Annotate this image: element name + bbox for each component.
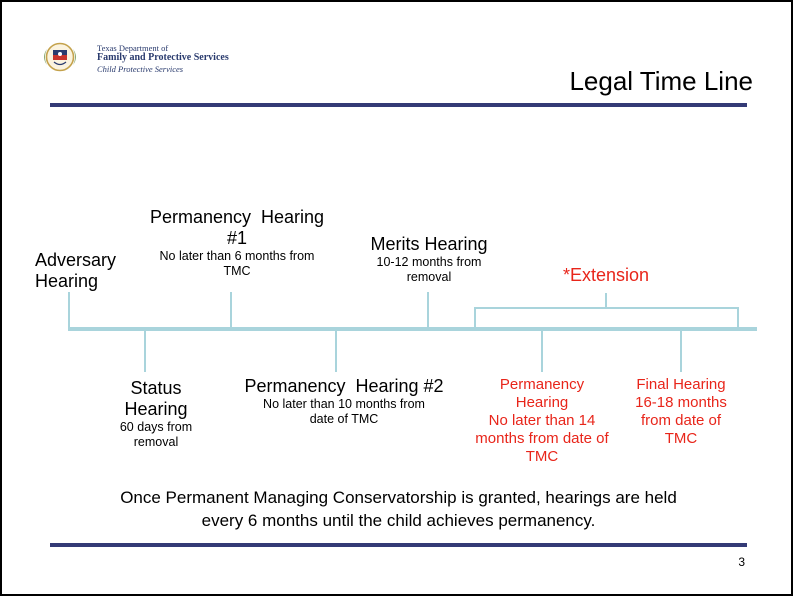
permanency3-line: months from date of — [475, 430, 609, 447]
merits-detail-line: 10-12 months from — [376, 255, 482, 269]
final-line: Final Hearing — [636, 376, 726, 393]
permanency3-line: Hearing — [515, 394, 569, 411]
permanency1-heading-line: #1 — [226, 228, 248, 248]
final-line: 16-18 months — [635, 394, 727, 411]
permanency1-heading-line: Permanency Hearing — [149, 207, 325, 227]
logo-line-2: Family and Protective Services — [97, 52, 229, 63]
status-detail-line: removal — [133, 435, 179, 449]
adversary-heading-line: Hearing — [35, 271, 99, 291]
permanency1-detail-line: No later than 6 months from — [159, 249, 315, 263]
slide-title: Legal Time Line — [569, 66, 753, 96]
permanency-hearing-2-label: Permanency Hearing #2 No later than 10 m… — [224, 376, 464, 427]
permanency3-line: Permanency — [499, 376, 585, 393]
footnote: Once Permanent Managing Conservatorship … — [42, 486, 755, 532]
permanency3-line: TMC — [525, 448, 559, 465]
merits-hearing-label: Merits Hearing 10-12 months from removal — [339, 234, 519, 285]
dfps-seal-icon — [44, 42, 76, 72]
final-hearing-label: Final Hearing 16-18 months from date of … — [616, 376, 746, 448]
status-detail-line: 60 days from — [119, 420, 193, 434]
extension-bracket — [474, 293, 739, 329]
status-heading-line: Status — [130, 378, 182, 398]
header-rule — [50, 103, 747, 107]
permanency3-line: No later than 14 — [488, 412, 596, 429]
merits-detail-line: removal — [406, 270, 452, 284]
permanency-hearing-3-label: Permanency Hearing No later than 14 mont… — [457, 376, 627, 466]
status-heading-line: Hearing — [124, 399, 188, 419]
final-line: TMC — [664, 430, 698, 447]
adversary-heading-line: Adversary — [35, 250, 117, 270]
footer-rule — [50, 543, 747, 547]
adversary-hearing-label: Adversary Hearing — [35, 250, 116, 292]
permanency1-detail-line: TMC — [223, 264, 251, 278]
permanency2-detail-line: No later than 10 months from — [263, 397, 425, 411]
footnote-line: Once Permanent Managing Conservatorship … — [120, 488, 677, 507]
page-number: 3 — [738, 555, 745, 569]
merits-heading-line: Merits Hearing — [370, 234, 488, 254]
permanency2-heading-line: Permanency Hearing #2 — [244, 376, 444, 396]
logo-line-3: Child Protective Services — [97, 64, 184, 74]
status-hearing-label: Status Hearing 60 days from removal — [96, 378, 216, 450]
logo-line-1: Texas Department of — [97, 43, 169, 53]
permanency-hearing-1-label: Permanency Hearing #1 No later than 6 mo… — [122, 207, 352, 279]
extension-label: *Extension — [562, 265, 650, 285]
footnote-line: every 6 months until the child achieves … — [201, 511, 596, 530]
permanency2-detail-line: date of TMC — [309, 412, 379, 426]
final-line: from date of — [640, 412, 722, 429]
